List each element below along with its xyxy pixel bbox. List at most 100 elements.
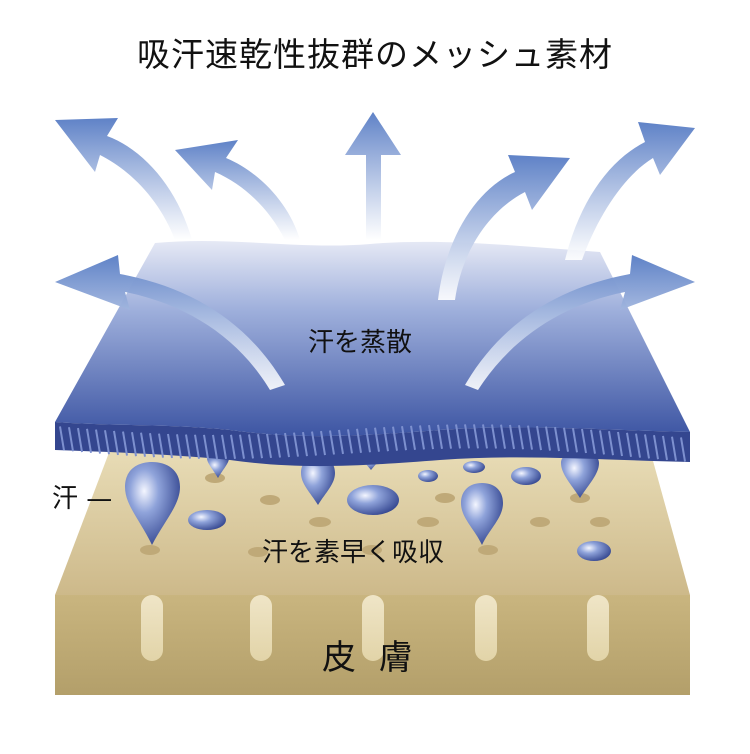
mesh-weave-strand: [608, 431, 614, 456]
mesh-weave-strand: [149, 433, 155, 458]
droplet-large-left: [125, 462, 180, 545]
skin-dimples: [140, 473, 610, 557]
mesh-weave-strand: [320, 430, 326, 456]
mesh-weave-strand: [122, 431, 128, 456]
arrow-up-right-1: [438, 155, 570, 300]
mesh-weave-strand: [68, 427, 74, 452]
absorb-label: 汗を素早く吸収: [262, 538, 445, 568]
droplet-mesh-1: [207, 458, 229, 478]
mesh-weave-strand: [635, 433, 641, 458]
mesh-weave-strand: [428, 424, 434, 450]
mesh-weave-strand: [446, 424, 452, 449]
mesh-weave-strand: [194, 434, 200, 459]
mesh-weave-strand: [275, 433, 281, 458]
mesh-weave-strand: [329, 430, 335, 455]
mesh-weave-strand: [239, 434, 245, 459]
mesh-weave-strand: [212, 434, 218, 460]
mesh-front-edge: [55, 422, 690, 467]
arrow-up-right-2: [565, 122, 695, 260]
mesh-weave-strand: [248, 434, 254, 459]
mesh-weave-strand: [77, 427, 83, 453]
mesh-weave-strand: [437, 424, 443, 449]
mesh-layer: [55, 240, 690, 467]
mesh-weave-strand: [284, 432, 290, 458]
arrow-side-right: [465, 255, 695, 390]
mesh-weave-strand: [536, 425, 542, 451]
mesh-weave-strand: [374, 427, 380, 452]
mesh-weave-strand: [131, 432, 137, 457]
droplet-teardrop-center: [301, 456, 335, 505]
mesh-weave-strand: [311, 431, 317, 456]
mesh-weave-strand: [338, 429, 344, 455]
mesh-weave-strand: [113, 430, 119, 456]
droplet-oval-4: [463, 461, 485, 473]
page-title: 吸汗速乾性抜群のメッシュ素材: [137, 35, 613, 74]
mesh-weave-strand: [626, 432, 632, 457]
mesh-weave-strand: [383, 427, 389, 452]
mesh-weave-strand: [419, 425, 425, 450]
mesh-edge-weave: [59, 424, 686, 462]
mesh-weave-strand: [554, 426, 560, 452]
mesh-weave-strand: [140, 432, 146, 457]
mesh-weave-strand: [257, 434, 263, 459]
arrow-side-left: [55, 255, 285, 390]
mesh-weave-strand: [59, 426, 65, 451]
mesh-weave-strand: [644, 434, 650, 459]
mesh-weave-strand: [617, 431, 623, 457]
mesh-weave-strand: [572, 428, 578, 453]
droplet-oval-2: [347, 485, 399, 515]
mesh-weave-strand: [365, 428, 371, 453]
mesh-weave-strand: [347, 429, 353, 454]
sweat-label: 汗 —: [52, 484, 113, 514]
mesh-weave-strand: [203, 434, 209, 460]
mesh-weave-strand: [473, 424, 479, 449]
mesh-weave-strand: [104, 430, 110, 455]
mesh-weave-strand: [545, 426, 551, 451]
sweat-droplets: [125, 452, 611, 561]
mesh-weave-strand: [86, 428, 92, 453]
mesh-weave-strand: [266, 433, 272, 459]
mesh-weave-strand: [482, 424, 488, 449]
evaporate-label: 汗を蒸散: [308, 328, 413, 358]
mesh-weave-strand: [563, 427, 569, 452]
droplet-oval-3: [418, 470, 438, 482]
droplet-oval-5: [511, 467, 541, 485]
mesh-weave-strand: [167, 433, 173, 459]
skin-top-surface: [55, 450, 690, 595]
mesh-weave-strand: [527, 425, 533, 450]
skin-pores: [141, 595, 609, 661]
mesh-weave-strand: [410, 425, 416, 450]
mesh-weave-strand: [500, 424, 506, 449]
arrow-up-left-2: [175, 140, 300, 240]
mesh-weave-strand: [392, 426, 398, 451]
droplet-mesh-3: [561, 452, 599, 498]
skin-layer: [55, 450, 690, 695]
mesh-weave-strand: [95, 429, 101, 454]
mesh-weave-strand: [356, 428, 362, 453]
skin-label: 皮 膚: [322, 638, 419, 678]
arrow-up-center: [345, 112, 401, 240]
mesh-weave-strand: [680, 437, 686, 462]
mesh-weave-strand: [401, 426, 407, 451]
mesh-weave-strand: [158, 433, 164, 458]
mesh-weave-strand: [581, 428, 587, 454]
mesh-weave-strand: [518, 425, 524, 450]
mesh-weave-strand: [221, 434, 227, 460]
mesh-weave-strand: [185, 434, 191, 459]
droplet-oval-6: [577, 541, 611, 561]
mesh-weave-strand: [464, 424, 470, 449]
arrow-up-left-1: [55, 118, 192, 240]
droplet-teardrop-right: [461, 483, 503, 545]
mesh-weave-strand: [671, 436, 677, 461]
mesh-weave-strand: [653, 435, 659, 460]
mesh-weave-strand: [491, 424, 497, 449]
mesh-weave-strand: [599, 430, 605, 455]
mesh-top-surface: [55, 240, 690, 437]
mesh-weave-strand: [176, 434, 182, 459]
mesh-weave-strand: [662, 435, 668, 461]
mesh-weave-strand: [590, 429, 596, 454]
mesh-weave-strand: [455, 424, 461, 449]
evaporation-arrows: [55, 112, 695, 390]
